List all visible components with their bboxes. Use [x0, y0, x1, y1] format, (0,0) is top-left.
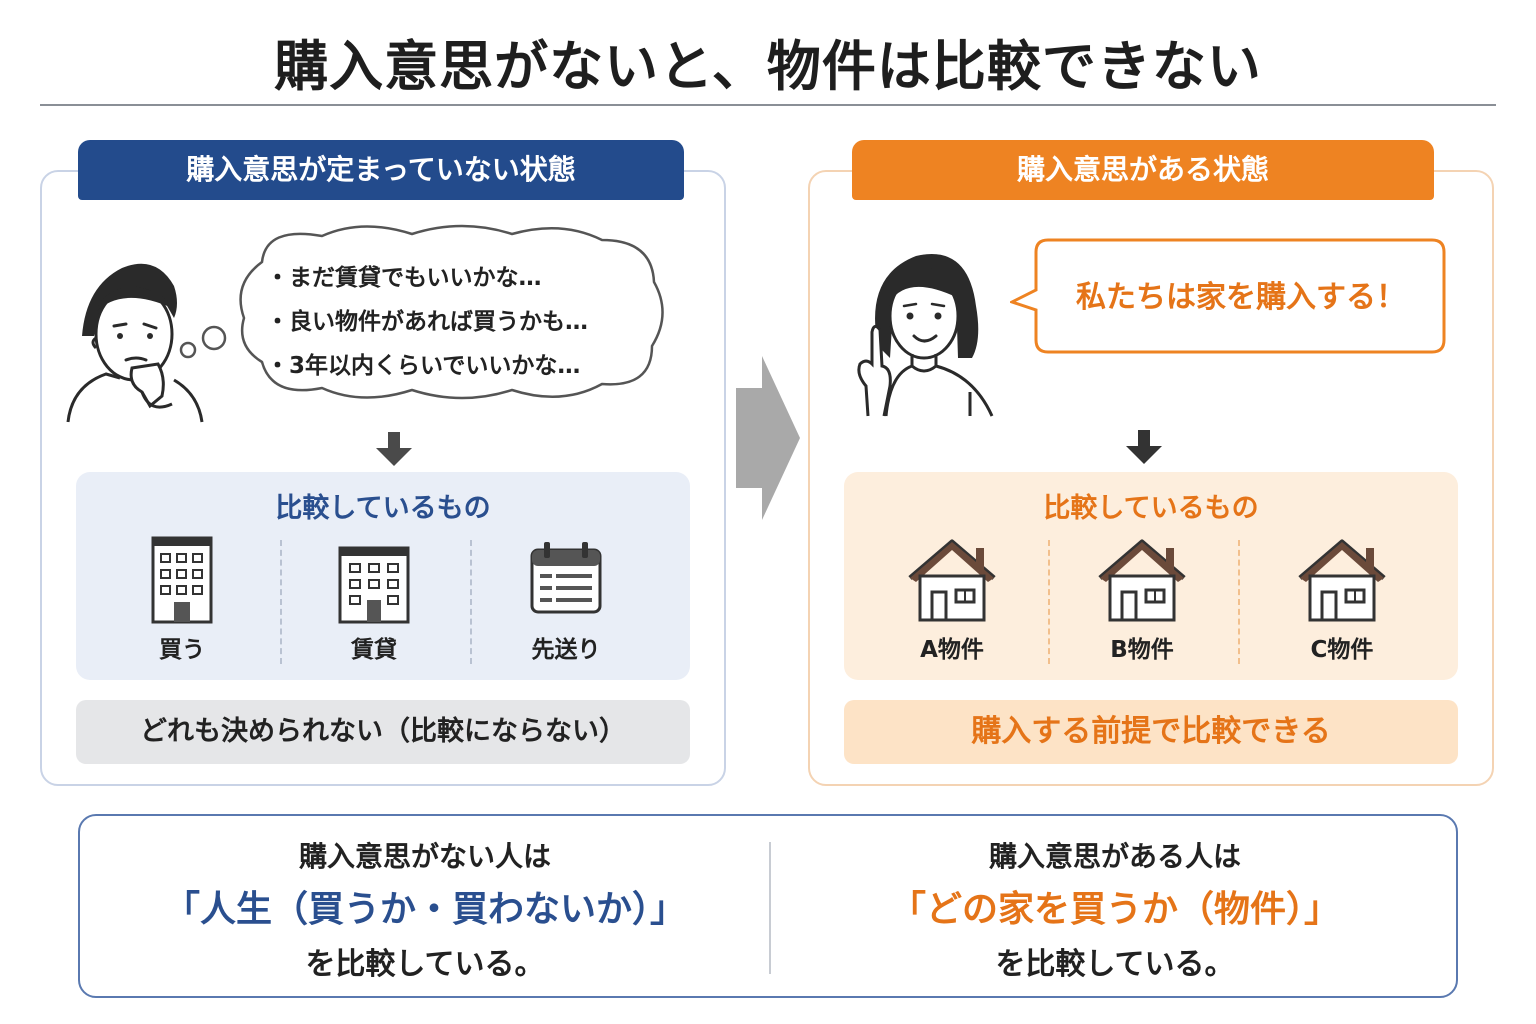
- right-panel-tab: 購入意思がある状態: [852, 140, 1434, 200]
- speech-bubble: 私たちは家を購入する！: [1010, 236, 1448, 356]
- building-icon: [151, 536, 213, 624]
- right-result: 購入する前提で比較できる: [844, 700, 1458, 764]
- thought-bubble: ・まだ賃貸でもいいかな… ・良い物件があれば買うかも… ・3年以内くらいでいいか…: [222, 222, 668, 404]
- summary-emphasis: 「どの家を買うか（物件）」: [889, 889, 1340, 930]
- down-arrow-icon: [1126, 430, 1162, 464]
- option-buy: 買う: [80, 534, 284, 670]
- property-a: A物件: [850, 534, 1054, 670]
- apartment-icon: [338, 546, 410, 624]
- title-divider: [40, 104, 1496, 106]
- option-rent: 賃貸: [272, 534, 476, 670]
- down-arrow-icon: [376, 432, 412, 466]
- dashed-divider: [1048, 540, 1050, 664]
- left-result: どれも決められない（比較にならない）: [76, 700, 690, 764]
- property-label: B物件: [1110, 637, 1174, 663]
- house-icon: [1098, 539, 1186, 622]
- option-postpone: 先送り: [464, 534, 668, 670]
- thought-line: ・良い物件があれば買うかも…: [266, 309, 588, 335]
- house-icon: [1298, 539, 1386, 622]
- property-label: C物件: [1310, 637, 1374, 663]
- summary-lead: 購入意思がない人は: [298, 840, 551, 873]
- page-title: 購入意思がないと、物件は比較できない: [274, 35, 1262, 98]
- house-icon: [908, 539, 996, 622]
- thought-line: ・3年以内くらいでいいかな…: [266, 353, 581, 379]
- option-label: 買う: [159, 637, 205, 663]
- calendar-icon: [530, 542, 602, 614]
- left-compare-box: 比較しているもの 買う 賃貸: [76, 472, 690, 680]
- summary-tail: を比較している。: [305, 947, 545, 982]
- summary-tail: を比較している。: [995, 947, 1235, 982]
- summary-lead: 購入意思がある人は: [988, 840, 1241, 873]
- option-label: 先送り: [531, 637, 601, 663]
- summary-left: 購入意思がない人は 「人生（買うか・買わないか）」 を比較している。: [80, 834, 770, 990]
- property-label: A物件: [920, 637, 984, 663]
- speech-text: 私たちは家を購入する！: [1076, 280, 1406, 315]
- thought-dots-icon: [179, 325, 227, 359]
- confident-woman-icon: [857, 254, 994, 417]
- right-arrow-icon: [736, 356, 800, 520]
- option-label: 賃貸: [351, 637, 397, 663]
- compare-title: 比較しているもの: [275, 493, 491, 524]
- compare-title: 比較しているもの: [1043, 493, 1259, 524]
- dashed-divider: [280, 540, 282, 664]
- left-panel-tab: 購入意思が定まっていない状態: [78, 140, 684, 200]
- summary-box: 購入意思がない人は 「人生（買うか・買わないか）」 を比較している。 購入意思が…: [78, 814, 1458, 998]
- property-c: C物件: [1240, 534, 1444, 670]
- worried-man-icon: [66, 263, 204, 423]
- summary-divider: [769, 842, 771, 974]
- thought-line: ・まだ賃貸でもいいかな…: [266, 265, 542, 291]
- dashed-divider: [470, 540, 472, 664]
- right-compare-box: 比較しているもの A物件 B物件: [844, 472, 1458, 680]
- summary-right: 購入意思がある人は 「どの家を買うか（物件）」 を比較している。: [770, 834, 1460, 990]
- property-b: B物件: [1040, 534, 1244, 670]
- dashed-divider: [1238, 540, 1240, 664]
- summary-emphasis: 「人生（買うか・買わないか）」: [163, 889, 686, 930]
